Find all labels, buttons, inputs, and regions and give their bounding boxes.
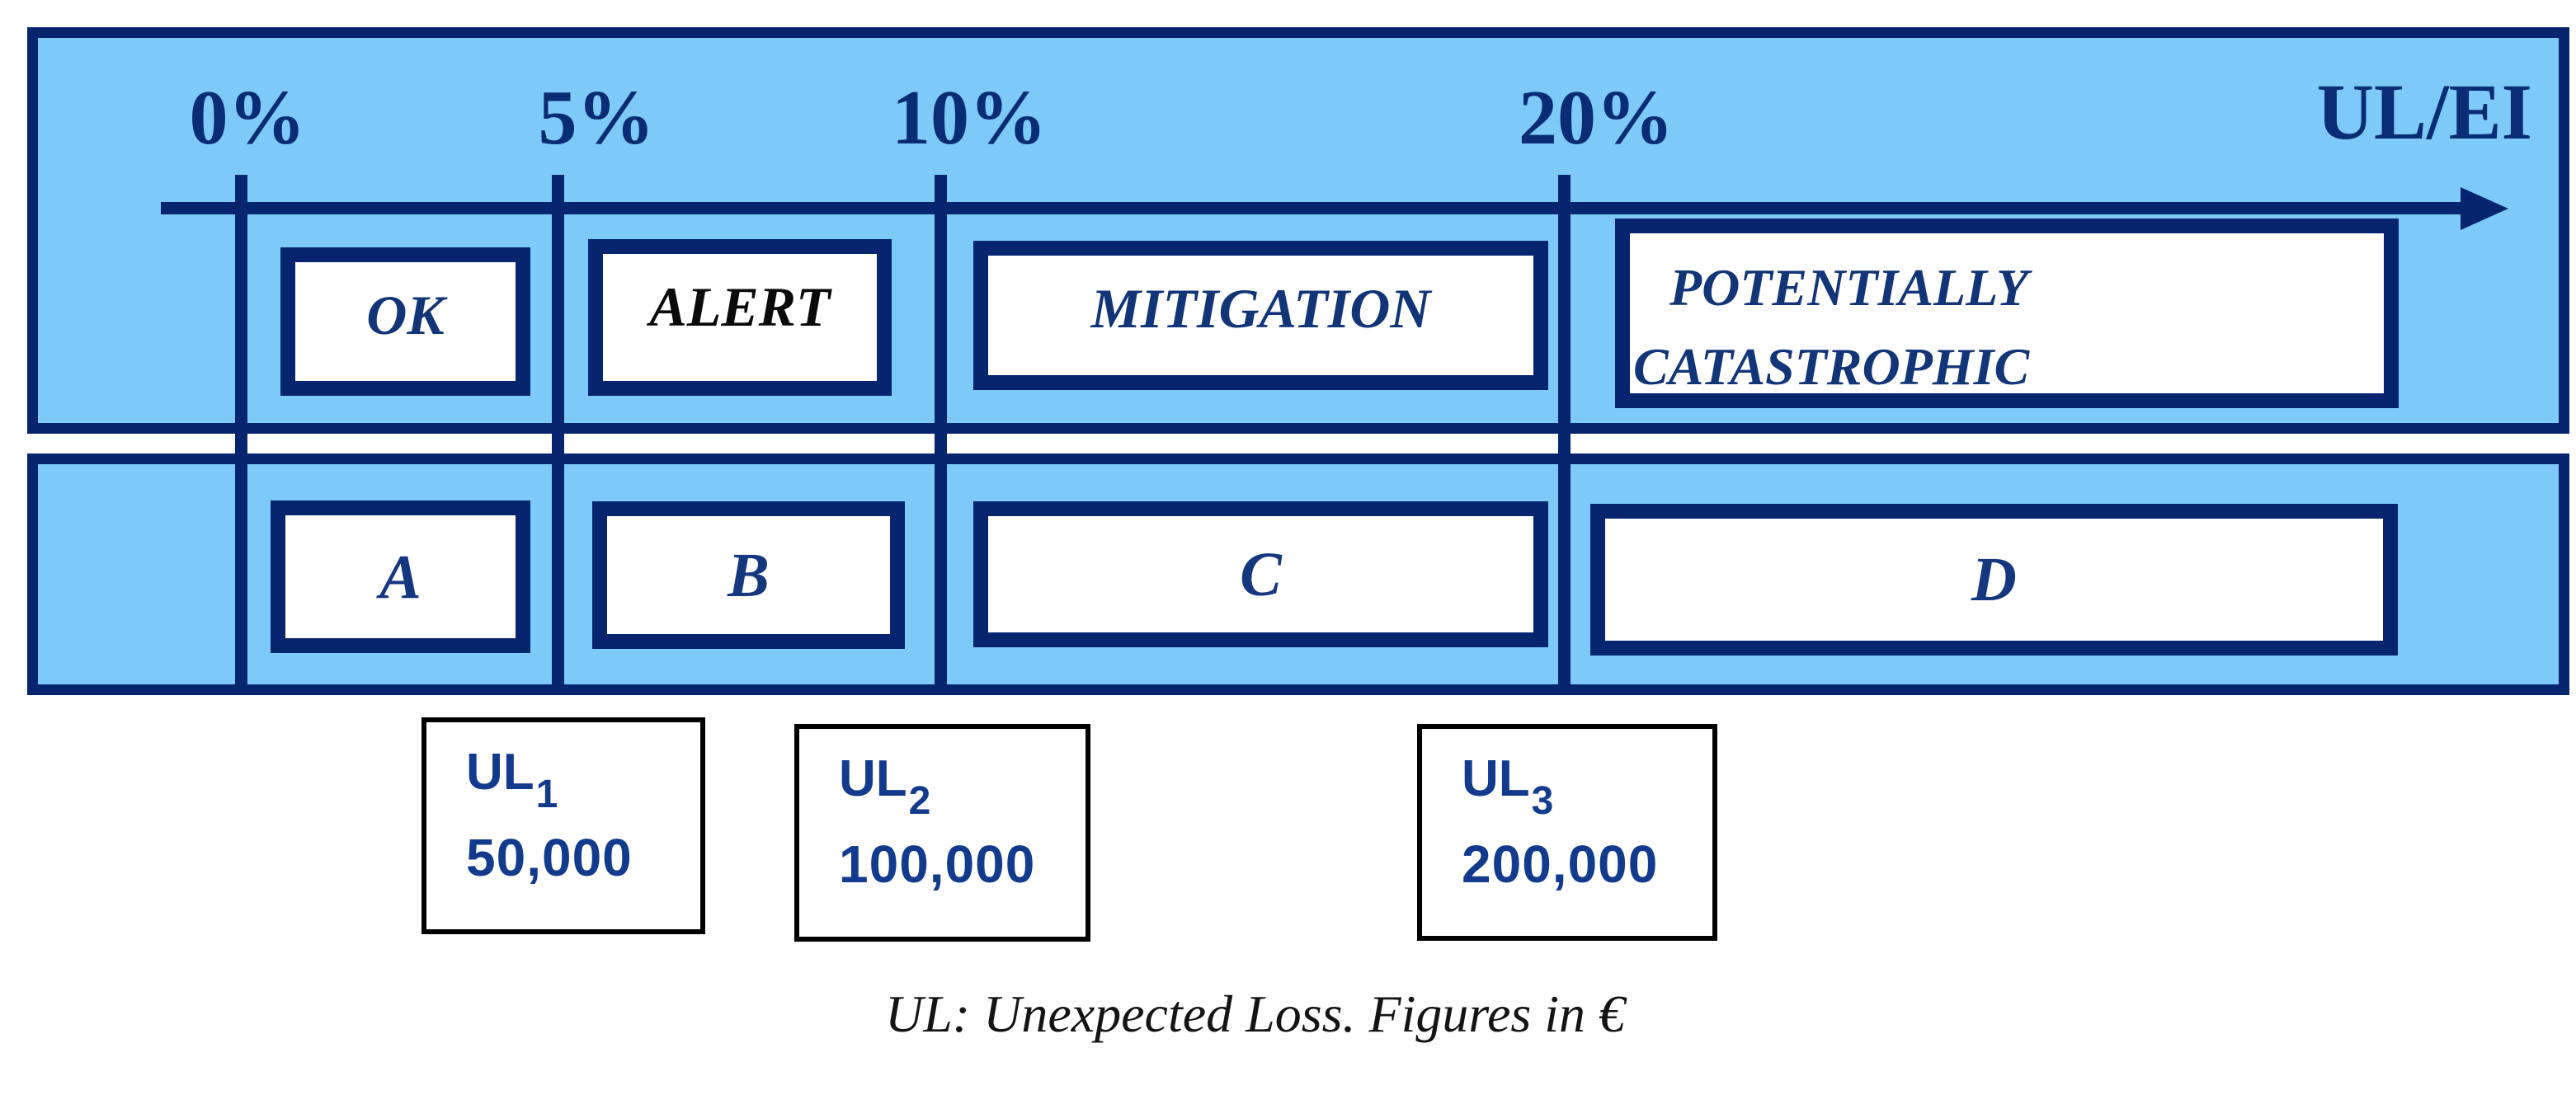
zone-box-alert: ALERT (588, 239, 892, 396)
axis-tick-label-0pct: 0% (189, 75, 306, 161)
axis-arrow-head-icon (2461, 187, 2508, 230)
ul-name-text-1: UL (466, 744, 535, 801)
tick-line-0pct (235, 175, 247, 695)
axis-tick-label-10pct: 10% (892, 75, 1047, 161)
grade-box-b: B (592, 501, 905, 649)
grade-box-a: A (271, 501, 530, 653)
zone-label-alert: ALERT (649, 275, 831, 338)
zone-label-ok: OK (366, 284, 445, 346)
zone-label-potentially: POTENTIALLY (1669, 258, 2028, 317)
ul-threshold-value-3: 200,000 (1462, 834, 1659, 894)
ul-name-text-2: UL (839, 750, 907, 807)
ul-subscript-1: 1 (535, 773, 558, 816)
zone-label-mitigation: MITIGATION (1090, 277, 1431, 340)
zone-box-ok: OK (280, 247, 530, 396)
ul-threshold-box-3: UL3 200,000 (1417, 724, 1717, 941)
zone-box-mitigation: MITIGATION (973, 241, 1548, 390)
grade-box-c: C (973, 501, 1548, 647)
zone-label-catastrophic: CATASTROPHIC (1633, 337, 2030, 396)
grade-box-d: D (1590, 504, 2398, 656)
ul-threshold-name-1: UL1 (466, 744, 700, 815)
tick-line-10pct (935, 175, 947, 695)
tick-line-20pct (1558, 175, 1571, 695)
ul-threshold-box-1: UL1 50,000 (421, 717, 705, 934)
ul-threshold-value-2: 100,000 (839, 834, 1036, 894)
ul-subscript-3: 3 (1531, 779, 1554, 823)
axis-tick-label-5pct: 5% (538, 75, 655, 161)
ul-threshold-name-2: UL2 (839, 754, 1085, 821)
grade-label-d: D (1971, 545, 2017, 614)
ul-threshold-name-3: UL3 (1462, 754, 1712, 821)
zone-box-potentially-catastrophic: POTENTIALLY CATASTROPHIC (1615, 219, 2399, 408)
ul-name-text-3: UL (1462, 750, 1530, 807)
axis-tick-label-20pct: 20% (1519, 75, 1674, 161)
ul-subscript-2: 2 (908, 779, 931, 823)
ul-threshold-box-2: UL2 100,000 (794, 724, 1090, 942)
axis-arrow-shaft (161, 202, 2462, 214)
grade-label-c: C (1240, 539, 1282, 609)
grade-label-a: A (379, 542, 421, 612)
axis-unit-label: UL/EI (2316, 68, 2532, 156)
diagram-caption: UL: Unexpected Loss. Figures in € (884, 985, 1626, 1043)
ul-threshold-value-1: 50,000 (466, 828, 633, 887)
tick-line-5pct (552, 175, 564, 695)
grade-label-b: B (728, 540, 770, 610)
